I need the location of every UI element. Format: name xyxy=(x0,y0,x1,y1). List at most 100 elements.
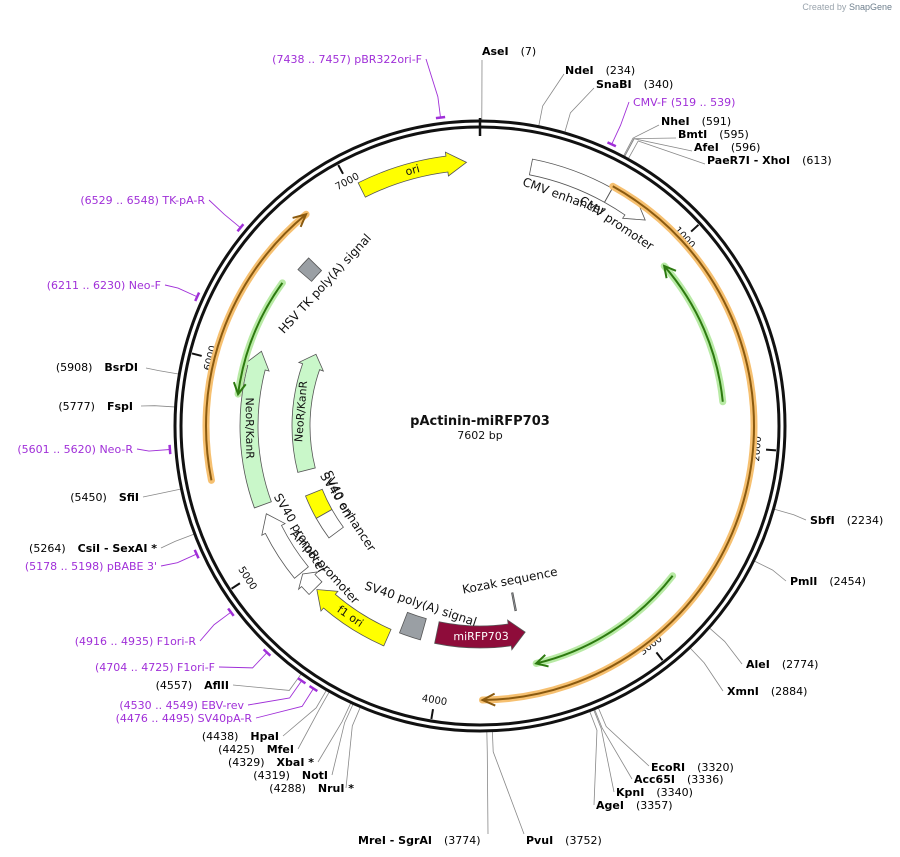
enzyme-position: (5908) xyxy=(56,361,93,374)
primer-leader xyxy=(218,652,268,669)
primer-site xyxy=(193,549,200,559)
enzyme-leader xyxy=(754,560,787,582)
enzyme-label: BmtI(595) xyxy=(678,128,749,141)
enzyme-name: XbaI * xyxy=(277,756,315,769)
tick-mark xyxy=(430,708,434,720)
enzyme-name: PaeR7I - XhoI xyxy=(707,154,790,167)
orfs xyxy=(202,182,758,707)
primer-leader xyxy=(199,611,232,642)
orf-line xyxy=(663,265,724,402)
primer-label: (6211 .. 6230) Neo-F xyxy=(47,279,161,292)
enzyme-position: (591) xyxy=(702,115,732,128)
enzyme-leader xyxy=(690,647,724,692)
enzyme-label: AfeI(596) xyxy=(694,141,760,154)
feature-label: NeoR/KanR xyxy=(243,397,257,459)
primer-label: (4530 .. 4549) EBV-rev xyxy=(119,699,244,712)
enzyme-position: (4557) xyxy=(156,679,193,692)
enzyme-name: BmtI xyxy=(678,128,707,141)
primer-site xyxy=(168,444,172,455)
primer-leader xyxy=(160,553,197,567)
primer-site xyxy=(297,677,307,685)
enzyme-label: EcoRI(3320) xyxy=(651,761,734,774)
enzyme-leader xyxy=(140,405,175,408)
enzyme-position: (5777) xyxy=(58,400,95,413)
credit: Created by SnapGene xyxy=(802,2,892,12)
orf-arrowhead xyxy=(480,692,496,707)
primer-site xyxy=(435,115,446,120)
primer-label: (5178 .. 5198) pBABE 3' xyxy=(25,560,157,573)
tick-label: 4000 xyxy=(421,693,448,708)
feature-sv40-enhancer xyxy=(315,508,344,539)
feature-label: ori xyxy=(404,162,421,178)
enzyme-label: AgeI(3357) xyxy=(596,799,673,812)
enzyme-name: SfiI xyxy=(119,491,139,504)
primer-leader xyxy=(208,199,241,229)
enzyme-position: (5450) xyxy=(70,491,107,504)
orf-line xyxy=(535,575,674,665)
enzyme-position: (596) xyxy=(731,141,761,154)
enzyme-name: FspI xyxy=(107,400,133,413)
primer-site xyxy=(236,223,245,233)
enzyme-name: NotI xyxy=(302,769,328,782)
leader-lines xyxy=(136,58,807,835)
orf-line xyxy=(205,213,307,481)
primer-leader xyxy=(136,448,170,452)
enzyme-name: Acc65I xyxy=(634,773,675,786)
orf-arrowhead xyxy=(534,654,549,668)
enzyme-leader xyxy=(142,488,181,498)
enzyme-leader xyxy=(282,690,327,737)
primer-site xyxy=(227,607,235,617)
enzyme-position: (4288) xyxy=(269,782,306,795)
enzyme-position: (613) xyxy=(802,154,832,167)
enzyme-position: (4319) xyxy=(253,769,290,782)
primer-site xyxy=(194,292,201,302)
primer-leader xyxy=(611,101,630,145)
enzyme-position: (2884) xyxy=(771,685,808,698)
enzyme-leader xyxy=(628,140,706,165)
enzyme-label: PvuI(3752) xyxy=(526,834,602,847)
enzyme-label: SnaBI(340) xyxy=(596,78,673,91)
enzyme-name: HpaI xyxy=(250,730,279,743)
enzyme-position: (3774) xyxy=(444,834,481,847)
enzyme-label: MreI - SgrAI(3774) xyxy=(358,834,481,847)
enzyme-leader xyxy=(623,124,660,156)
primer-leader xyxy=(425,58,441,118)
enzyme-leader xyxy=(331,704,354,776)
enzyme-position: (3320) xyxy=(697,761,734,774)
tick-mark xyxy=(655,651,664,661)
orf-line xyxy=(237,282,284,395)
enzyme-leader xyxy=(486,731,489,835)
enzyme-position: (4438) xyxy=(202,730,239,743)
enzyme-position: (3357) xyxy=(636,799,673,812)
enzyme-name: AseI xyxy=(482,45,509,58)
primer-site xyxy=(308,685,318,693)
enzyme-position: (2454) xyxy=(829,575,866,588)
enzyme-label: (4288) NruI * xyxy=(269,782,354,795)
enzyme-leader xyxy=(145,367,179,375)
feature-hsv-tk-poly-a-signal xyxy=(297,257,323,282)
feature-mirfp703 xyxy=(434,619,526,651)
enzyme-leader xyxy=(593,709,615,793)
enzyme-position: (2774) xyxy=(782,658,819,671)
enzyme-label: AleI (2774) xyxy=(746,658,818,671)
feature-label: NeoR/KanR xyxy=(292,380,310,443)
enzyme-name: PmlI xyxy=(790,575,817,588)
orf-arrowhead xyxy=(292,212,308,228)
enzyme-name: AleI xyxy=(746,658,770,671)
enzyme-name: NheI xyxy=(661,115,690,128)
enzyme-name: PvuI xyxy=(526,834,553,847)
enzyme-name: NruI * xyxy=(318,782,354,795)
plasmid-name: pActinin-miRFP703 xyxy=(410,414,550,429)
enzyme-position: (3336) xyxy=(687,773,724,786)
tick-mark xyxy=(337,164,344,175)
enzyme-label: (4557)AflII xyxy=(156,679,229,692)
feature-label: Kozak sequence xyxy=(461,565,559,597)
orf-arrowhead xyxy=(662,264,677,279)
enzyme-position: (3340) xyxy=(656,786,693,799)
enzyme-name: XmnI xyxy=(727,685,759,698)
enzyme-label: PmlI (2454) xyxy=(790,575,866,588)
enzyme-position: (340) xyxy=(644,78,674,91)
snapgene-logo-text: SnapGene xyxy=(848,2,892,12)
primer-site xyxy=(262,648,272,657)
